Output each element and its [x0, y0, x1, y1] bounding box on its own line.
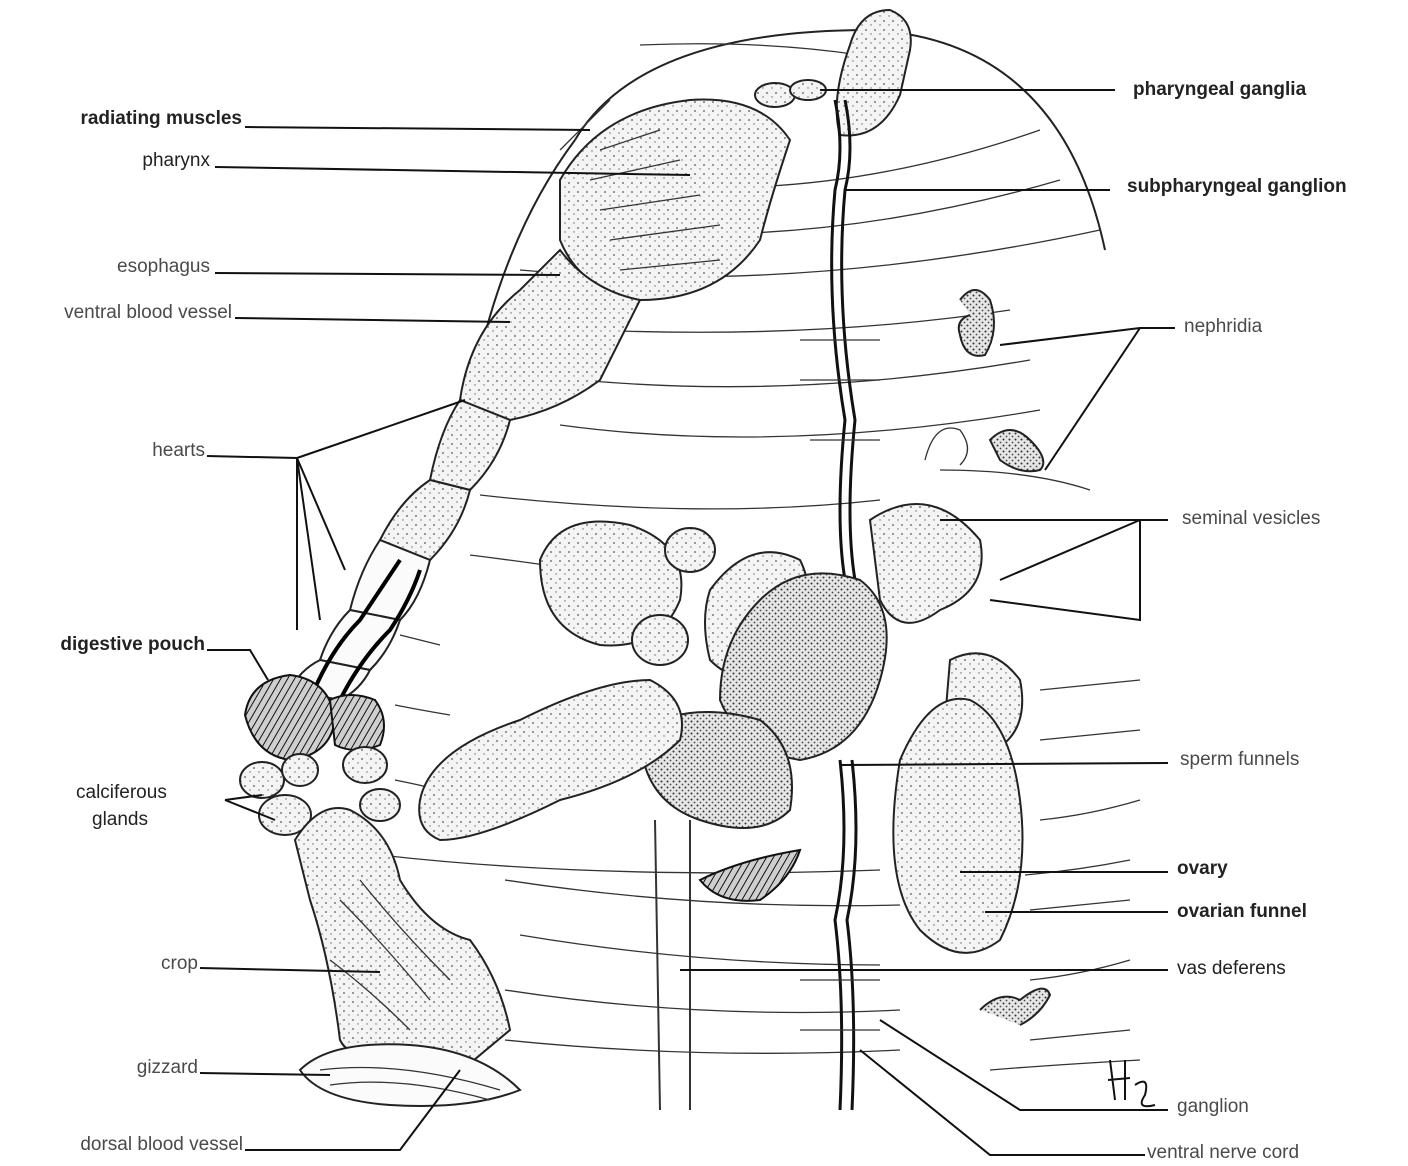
label-digestive-pouch: digestive pouch — [60, 634, 205, 655]
label-pharynx: pharynx — [142, 150, 210, 171]
label-calciferous: calciferous — [76, 782, 167, 803]
pharynx — [560, 100, 790, 301]
label-esophagus: esophagus — [117, 256, 210, 277]
artist-signature: HG — [1108, 1060, 1155, 1106]
label-pharyngeal-ganglia: pharyngeal ganglia — [1133, 79, 1307, 100]
label-ganglion: ganglion — [1177, 1096, 1249, 1117]
label-vas-deferens: vas deferens — [1177, 958, 1286, 979]
label-ventral-nerve-cord: ventral nerve cord — [1147, 1142, 1299, 1163]
crop — [295, 808, 510, 1080]
label-nephridia: nephridia — [1184, 316, 1263, 337]
vas-deferens — [655, 820, 690, 1110]
gizzard — [300, 1044, 520, 1106]
label-radiating-muscles: radiating muscles — [80, 108, 242, 129]
pharyngeal-ganglia — [755, 10, 911, 136]
ovarian-funnel — [700, 850, 800, 901]
label-glands: glands — [92, 809, 148, 830]
label-subpharyngeal-ganglion: subpharyngeal ganglion — [1127, 176, 1347, 197]
label-gizzard: gizzard — [137, 1057, 198, 1078]
testis-lobe — [419, 615, 688, 840]
hearts — [290, 540, 430, 700]
label-crop: crop — [161, 953, 198, 974]
ovary — [893, 653, 1022, 953]
label-sperm-funnels: sperm funnels — [1180, 749, 1299, 770]
label-ventral-blood-vessel: ventral blood vessel — [64, 302, 232, 323]
label-seminal-vesicles: seminal vesicles — [1182, 508, 1320, 529]
labels-right: pharyngeal ganglia subpharyngeal ganglio… — [1127, 79, 1347, 1163]
labels-left: radiating muscles pharynx esophagus vent… — [60, 108, 243, 1155]
label-ovary: ovary — [1177, 858, 1228, 879]
label-ovarian-funnel: ovarian funnel — [1177, 901, 1307, 922]
label-dorsal-blood-vessel: dorsal blood vessel — [80, 1134, 243, 1155]
sperm-funnels — [640, 573, 887, 828]
label-hearts: hearts — [152, 440, 205, 461]
esophagus — [380, 250, 640, 560]
